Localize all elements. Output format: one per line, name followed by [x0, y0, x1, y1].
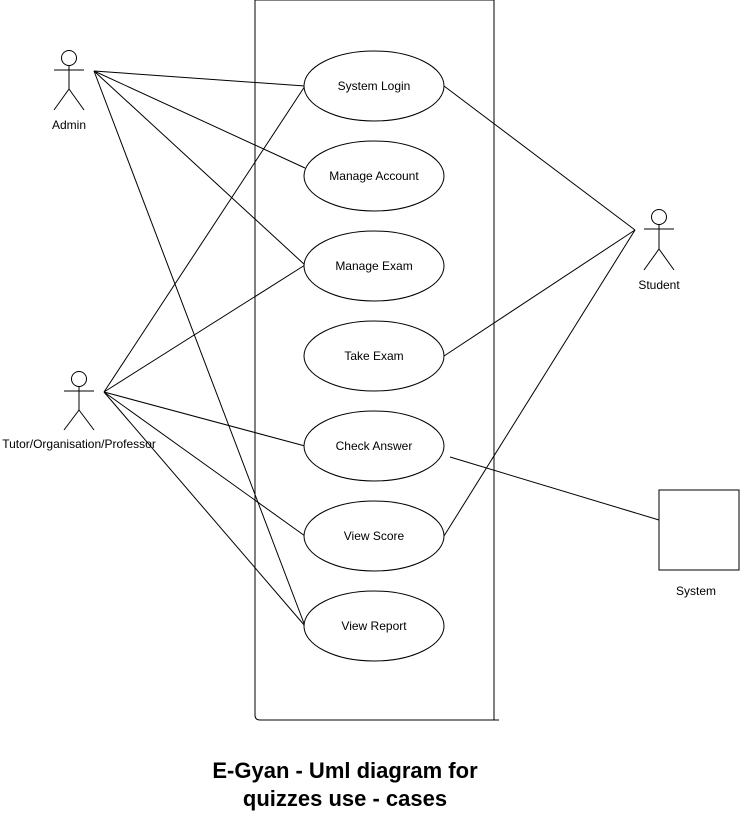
actor-head — [61, 50, 77, 66]
use-case-check-answer: Check Answer — [303, 410, 445, 482]
use-case-manage-account: Manage Account — [303, 140, 445, 212]
associations — [93, 70, 660, 627]
use-case-label: View Score — [344, 529, 405, 543]
actor-admin — [53, 50, 85, 111]
use-case-label: View Report — [341, 619, 407, 633]
diagram-title-line-2: quizzes use - cases — [242, 786, 448, 811]
assoc-student-take-exam — [443, 229, 636, 357]
use-case-label: Take Exam — [344, 349, 403, 363]
actor-leg-right — [658, 248, 675, 271]
actor-head — [651, 209, 667, 225]
use-case-system-login: System Login — [303, 50, 445, 122]
assoc-tutor-view-report — [103, 391, 306, 627]
use-case-label: System Login — [338, 79, 411, 93]
system-boundary — [254, 0, 495, 721]
use-case-ellipse — [303, 50, 445, 122]
assoc-admin-manage-exam — [93, 70, 306, 266]
actor-admin-label: Admin — [52, 118, 86, 132]
use-case-ellipse — [303, 320, 445, 392]
use-case-ellipse — [303, 230, 445, 302]
actor-student — [643, 209, 675, 271]
actor-student-label: Student — [638, 278, 680, 292]
use-case-take-exam: Take Exam — [303, 320, 445, 392]
assoc-tutor-check-answer — [103, 391, 306, 447]
actor-system-label: System — [676, 584, 716, 598]
actor-leg-left — [53, 88, 70, 111]
actor-system-box — [658, 489, 740, 571]
use-case-manage-exam: Manage Exam — [303, 230, 445, 302]
actor-leg-right — [68, 88, 85, 111]
use-case-view-report: View Report — [303, 590, 445, 662]
actor-tutor-label: Tutor/Organisation/Professor — [2, 437, 156, 451]
use-case-label: Manage Exam — [335, 259, 412, 273]
assoc-tutor-system-login — [103, 85, 306, 393]
assoc-student-view-score — [443, 229, 636, 537]
assoc-admin-manage-account — [93, 70, 306, 169]
use-case-label: Check Answer — [336, 439, 413, 453]
assoc-student-system-login — [443, 85, 636, 231]
assoc-admin-system-login — [93, 70, 306, 87]
diagram-title-line-1: E-Gyan - Uml diagram for — [212, 758, 478, 783]
actor-leg-right — [78, 409, 95, 431]
use-case-view-score: View Score — [303, 500, 445, 572]
use-case-ellipse — [303, 140, 445, 212]
use-case-label: Manage Account — [329, 169, 419, 183]
assoc-tutor-manage-exam — [103, 264, 306, 393]
use-case-ellipse — [303, 500, 445, 572]
actor-leg-left — [643, 248, 660, 271]
actor-head — [71, 371, 87, 387]
actor-leg-left — [63, 409, 80, 431]
use-case-ellipse — [303, 590, 445, 662]
assoc-system-check-answer — [449, 456, 660, 521]
use-case-ellipse — [303, 410, 445, 482]
actor-tutor — [63, 371, 95, 431]
assoc-admin-view-report — [93, 70, 306, 627]
assoc-tutor-view-score — [103, 391, 306, 537]
